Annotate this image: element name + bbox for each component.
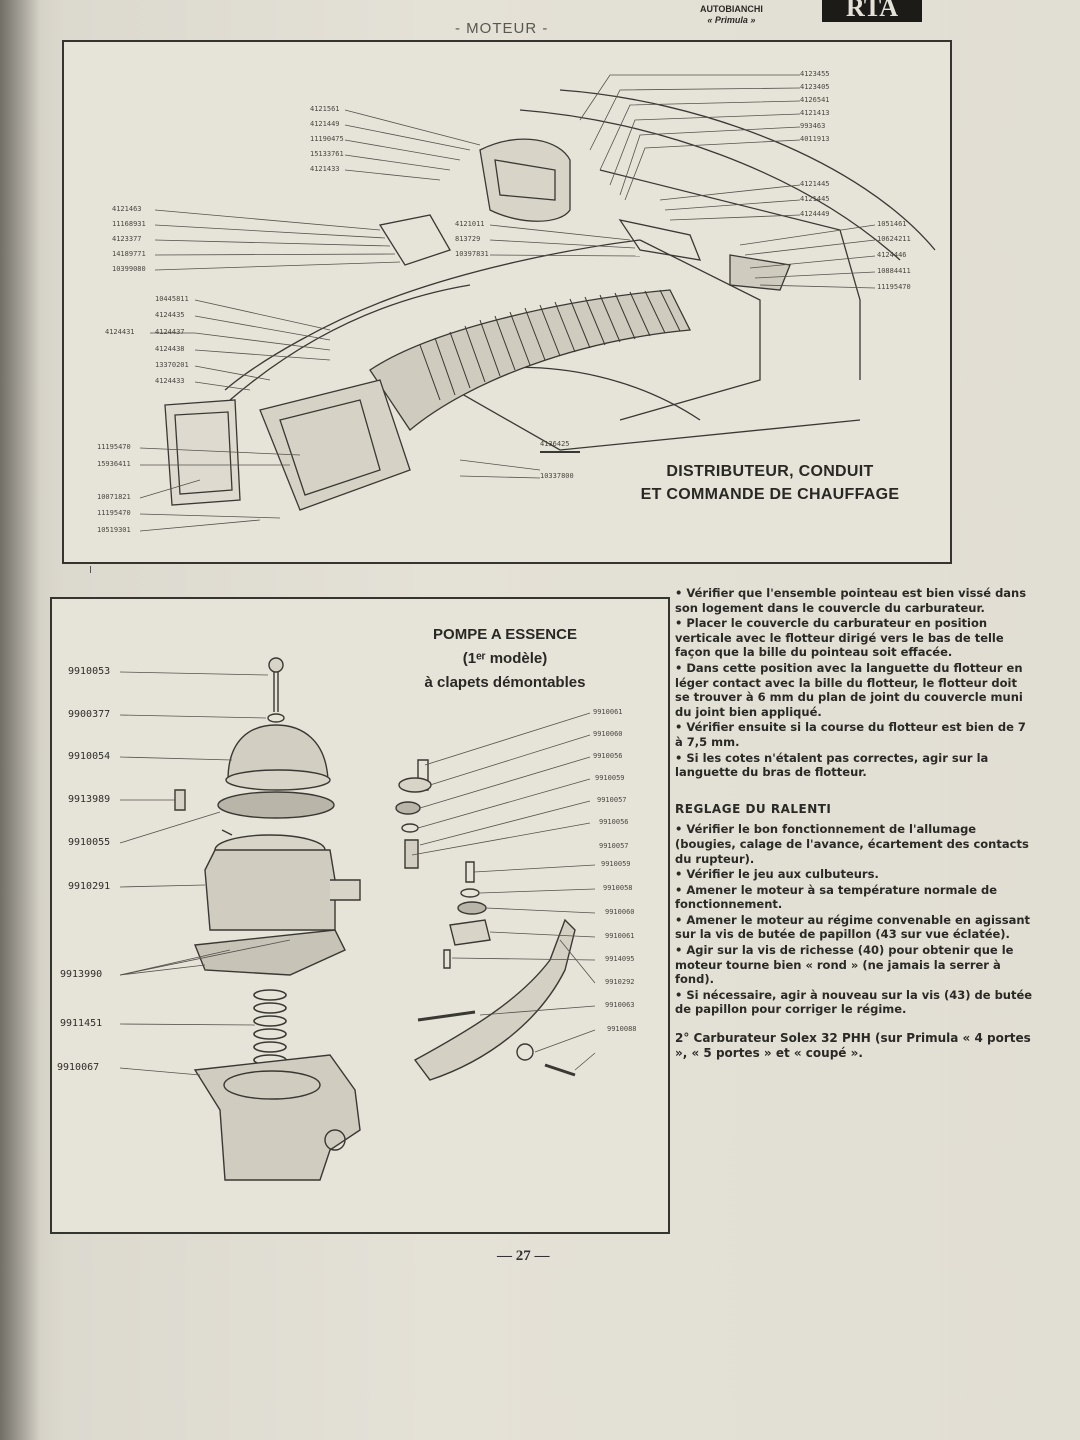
callout-label: 11195470 — [877, 283, 911, 291]
callout-label: 10519301 — [97, 526, 131, 534]
callout-label: 10397831 — [455, 250, 489, 258]
callout-label: 4124449 — [800, 210, 830, 218]
callout-label: 9910057 — [599, 842, 629, 850]
section-heading: REGLAGE DU RALENTI — [675, 801, 832, 816]
callout-label: 4123377 — [112, 235, 142, 243]
callout-label: 9914095 — [605, 955, 635, 963]
section-title: - MOTEUR - — [455, 20, 549, 37]
instruction-paragraph: Dans cette position avec la languette du… — [675, 661, 1035, 719]
instruction-paragraph: Agir sur la vis de richesse (40) pour ob… — [675, 943, 1035, 987]
callout-label: 4121561 — [310, 105, 340, 113]
callout-label: 11190475 — [310, 135, 344, 143]
caption-line: ET COMMANDE DE CHAUFFAGE — [640, 486, 900, 503]
callout-label: 11168931 — [112, 220, 146, 228]
callout-label: 4124446 — [877, 251, 907, 259]
callout-label: 9910053 — [68, 666, 111, 677]
caption-line: (1ᵉʳ modèle) — [462, 650, 548, 667]
callout-label: 9913990 — [60, 969, 103, 980]
callout-label: 9911451 — [60, 1018, 103, 1029]
callout-label: 9910059 — [601, 860, 631, 868]
callout-label: 9910059 — [595, 774, 625, 782]
callout-label: 4136425 — [540, 440, 570, 448]
callout-label: 4121463 — [112, 205, 142, 213]
callout-label: 4124433 — [155, 377, 185, 385]
callout-label: 4123405 — [800, 83, 830, 91]
callout-label: 4121413 — [800, 109, 830, 117]
callout-label: 9913989 — [68, 794, 111, 805]
callout-label: 11195470 — [97, 443, 131, 451]
callout-label: 9910067 — [57, 1062, 100, 1073]
callout-label: 4121449 — [310, 120, 340, 128]
callout-label: 9910058 — [603, 884, 633, 892]
callout-label: 9910057 — [597, 796, 627, 804]
callout-label: 9910056 — [599, 818, 629, 826]
brand-label: AUTOBIANCHI « Primula » — [700, 4, 763, 26]
callout-label: 9910063 — [605, 1001, 635, 1009]
callout-label: 9910292 — [605, 978, 635, 986]
instruction-paragraph: Si nécessaire, agir à nouveau sur la vis… — [675, 988, 1035, 1017]
callout-label: 4121445 — [800, 195, 830, 203]
instruction-paragraph: Si les cotes n'étalent pas correctes, ag… — [675, 751, 1035, 780]
callout-label: 1051461 — [877, 220, 907, 228]
callout-label: 4124435 — [155, 311, 185, 319]
callout-label: 4121011 — [455, 220, 485, 228]
caption-line: DISTRIBUTEUR, CONDUIT — [666, 463, 874, 480]
callout-label: 4011913 — [800, 135, 830, 143]
instruction-paragraph: Vérifier le jeu aux culbuteurs. — [675, 867, 1035, 882]
instruction-paragraph: Vérifier que l'ensemble pointeau est bie… — [675, 586, 1035, 615]
callout-label: 11195470 — [97, 509, 131, 517]
callout-label: 9910054 — [68, 751, 111, 762]
caption-line: POMPE A ESSENCE — [433, 626, 577, 643]
callout-label: 9900377 — [68, 709, 111, 720]
instruction-paragraph: Placer le couvercle du carburateur en po… — [675, 616, 1035, 660]
caption-line: à clapets démontables — [424, 674, 586, 691]
callout-label: 4124437 — [155, 328, 185, 336]
callout-label: 15936411 — [97, 460, 131, 468]
callout-label: 10884411 — [877, 267, 911, 275]
callout-label: 9910055 — [68, 837, 111, 848]
callout-label: 10071821 — [97, 493, 131, 501]
callout-label: 9910056 — [593, 752, 623, 760]
callout-label: 4124431 — [105, 328, 135, 336]
fuel-pump-caption: POMPE A ESSENCE (1ᵉʳ modèle) à clapets d… — [380, 623, 630, 695]
callout-label: 9910060 — [605, 908, 635, 916]
instructions-column: Vérifier que l'ensemble pointeau est bie… — [675, 586, 1035, 1061]
rta-logo: RTA — [822, 0, 922, 22]
callout-label: 813729 — [455, 235, 481, 243]
instruction-paragraph: Amener le moteur à sa température normal… — [675, 883, 1035, 912]
callout-label: 9910291 — [68, 881, 111, 892]
callout-label: 10624211 — [877, 235, 911, 243]
margin-mark — [90, 566, 91, 573]
callout-label: 9910061 — [605, 932, 635, 940]
callout-label: 10445811 — [155, 295, 189, 303]
callout-label: 14189771 — [112, 250, 146, 258]
brand-name: AUTOBIANCHI — [700, 4, 763, 14]
page-number: — 27 — — [497, 1248, 550, 1264]
callout-label: 4124438 — [155, 345, 185, 353]
callout-label: 4126541 — [800, 96, 830, 104]
page-edge-shadow — [0, 0, 40, 1440]
callout-label: 9910061 — [593, 708, 623, 716]
callout-label: 9910060 — [593, 730, 623, 738]
callout-label: 10337800 — [540, 472, 574, 480]
callout-label: 4121445 — [800, 180, 830, 188]
instruction-paragraph: Vérifier ensuite si la course du flotteu… — [675, 720, 1035, 749]
callout-label: 15133761 — [310, 150, 344, 158]
callout-label: 4121433 — [310, 165, 340, 173]
callout-label: 993463 — [800, 122, 826, 130]
instruction-paragraph: Vérifier le bon fonctionnement de l'allu… — [675, 822, 1035, 866]
instruction-paragraph: Amener le moteur au régime convenable en… — [675, 913, 1035, 942]
brand-model: « Primula » — [707, 15, 756, 25]
heating-figure-caption: DISTRIBUTEUR, CONDUIT ET COMMANDE DE CHA… — [600, 460, 940, 506]
callout-label: 10399080 — [112, 265, 146, 273]
callout-label: 4123455 — [800, 70, 830, 78]
carburettor-heading: 2° Carburateur Solex 32 PHH (sur Primula… — [675, 1031, 1031, 1060]
callout-label: 13370201 — [155, 361, 189, 369]
callout-label: 9910088 — [607, 1025, 637, 1033]
